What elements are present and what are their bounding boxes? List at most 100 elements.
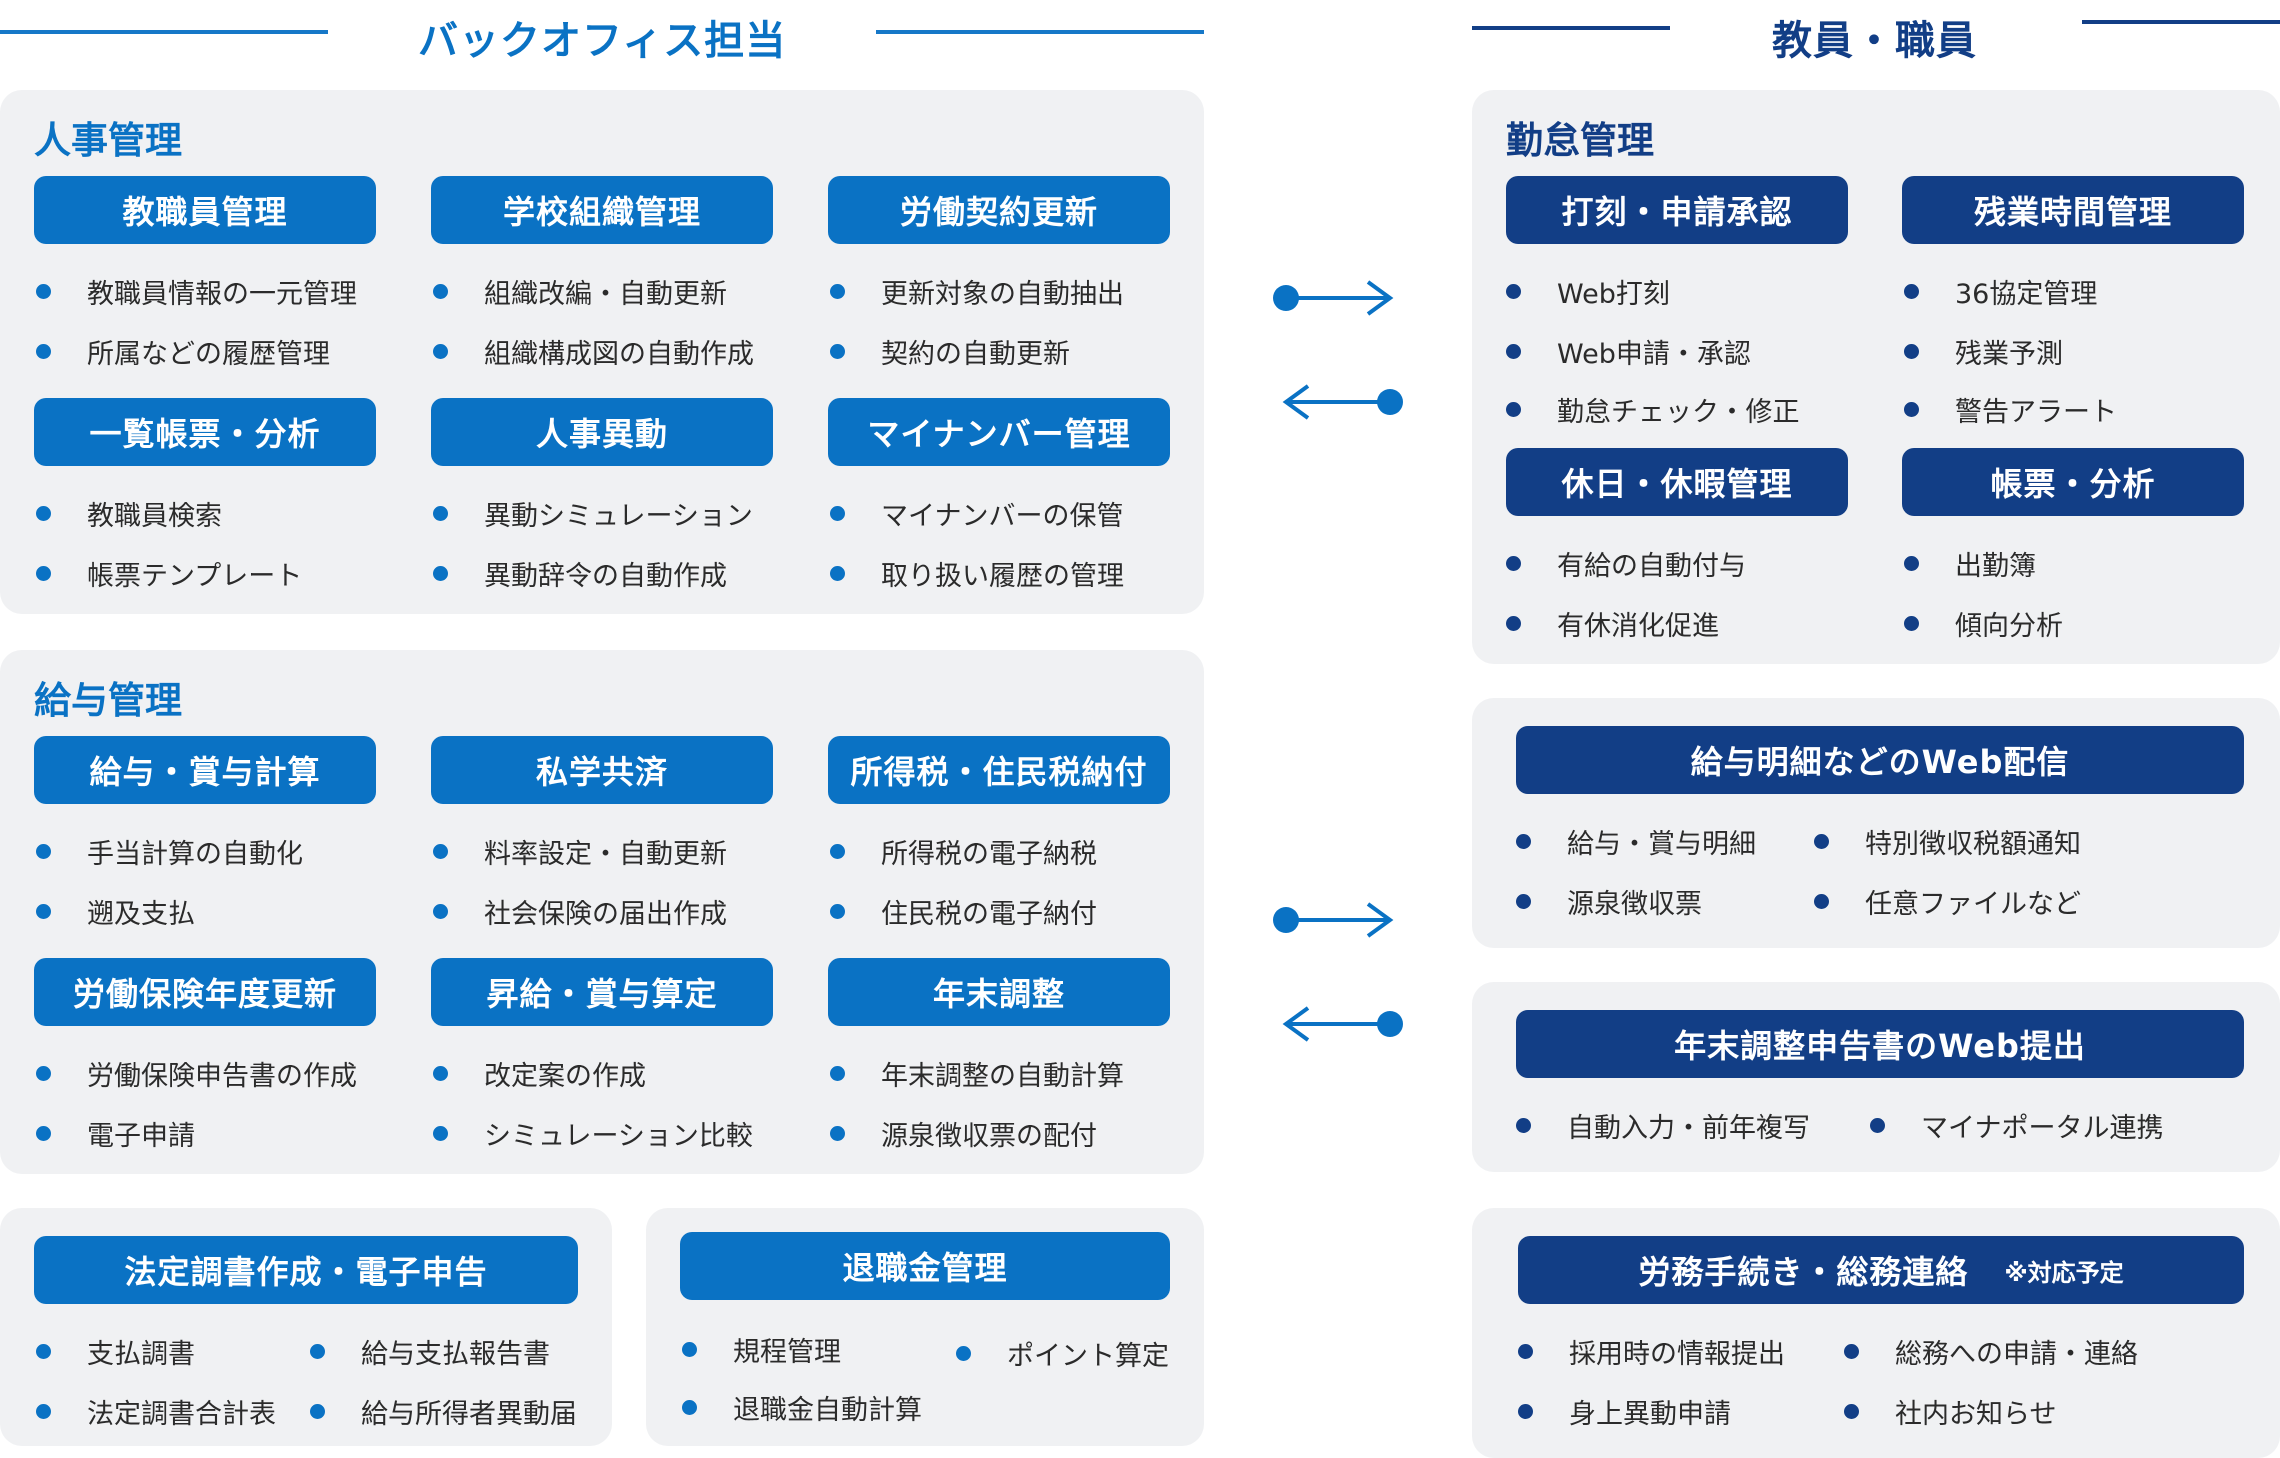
- btn-legal-reports[interactable]: 法定調書作成・電子申告: [34, 1236, 578, 1304]
- list-item: 総務への申請・連絡: [1844, 1332, 2138, 1371]
- bullet-icon: [1904, 344, 1919, 359]
- list-item: 有給の自動付与: [1506, 544, 1746, 583]
- bullet-icon: [433, 1066, 448, 1081]
- list-item: シミュレーション比較: [433, 1114, 753, 1153]
- list-item: 住民税の電子納付: [830, 892, 1097, 931]
- bullet-icon: [1904, 284, 1919, 299]
- bullet-icon: [310, 1344, 325, 1359]
- bullet-icon: [36, 844, 51, 859]
- list-item: 勤怠チェック・修正: [1506, 390, 1799, 429]
- bullet-icon: [1518, 1344, 1533, 1359]
- list-item: 料率設定・自動更新: [433, 832, 727, 871]
- bullet-icon: [682, 1342, 697, 1357]
- list-item: 法定調書合計表: [36, 1392, 276, 1431]
- staff-heading: 教員・職員: [1772, 18, 1977, 64]
- list-item: 支払調書: [36, 1332, 195, 1371]
- bullet-icon: [433, 904, 448, 919]
- bullet-icon: [36, 1344, 51, 1359]
- btn-payslip-web[interactable]: 給与明細などのWeb配信: [1516, 726, 2244, 794]
- bullet-icon: [433, 284, 448, 299]
- btn-holiday-leave[interactable]: 休日・休暇管理: [1506, 448, 1848, 516]
- list-item: 更新対象の自動抽出: [830, 272, 1124, 311]
- list-item: 自動入力・前年複写: [1516, 1106, 1810, 1145]
- list-item: 組織構成図の自動作成: [433, 332, 754, 371]
- list-item: 採用時の情報提出: [1518, 1332, 1785, 1371]
- list-item: 所属などの履歴管理: [36, 332, 330, 371]
- list-item: 遡及支払: [36, 892, 195, 931]
- bullet-icon: [433, 844, 448, 859]
- list-item: マイナポータル連携: [1870, 1106, 2163, 1145]
- bullet-icon: [1516, 1118, 1531, 1133]
- bullet-icon: [310, 1404, 325, 1419]
- list-item: 教職員情報の一元管理: [36, 272, 357, 311]
- bullet-icon: [1870, 1118, 1885, 1133]
- btn-list-reports[interactable]: 一覧帳票・分析: [34, 398, 376, 466]
- list-item: 36協定管理: [1904, 272, 2097, 311]
- payroll-title: 給与管理: [34, 679, 182, 722]
- bullet-icon: [1506, 616, 1521, 631]
- bullet-icon: [433, 566, 448, 581]
- list-item: 給与支払報告書: [310, 1332, 550, 1371]
- bullet-icon: [830, 506, 845, 521]
- btn-reports-analysis[interactable]: 帳票・分析: [1902, 448, 2244, 516]
- list-item: Web申請・承認: [1506, 332, 1751, 371]
- list-item: 帳票テンプレート: [36, 554, 302, 593]
- btn-overtime[interactable]: 残業時間管理: [1902, 176, 2244, 244]
- btn-private-school-mutual-aid[interactable]: 私学共済: [431, 736, 773, 804]
- bullet-icon: [1506, 284, 1521, 299]
- list-item: 異動シミュレーション: [433, 494, 753, 533]
- btn-school-org[interactable]: 学校組織管理: [431, 176, 773, 244]
- back-office-heading: バックオフィス担当: [418, 18, 787, 64]
- btn-income-tax[interactable]: 所得税・住民税納付: [828, 736, 1170, 804]
- bullet-icon: [1904, 616, 1919, 631]
- bullet-icon: [36, 506, 51, 521]
- list-item: 取り扱い履歴の管理: [830, 554, 1124, 593]
- list-item: 手当計算の自動化: [36, 832, 303, 871]
- btn-retirement[interactable]: 退職金管理: [680, 1232, 1170, 1300]
- list-item: 特別徴収税額通知: [1814, 822, 2081, 861]
- btn-time-clock[interactable]: 打刻・申請承認: [1506, 176, 1848, 244]
- bullet-icon: [830, 344, 845, 359]
- bullet-icon: [1904, 402, 1919, 417]
- list-item: 有休消化促進: [1506, 604, 1719, 643]
- list-item: 改定案の作成: [433, 1054, 646, 1093]
- bullet-icon: [1516, 894, 1531, 909]
- btn-labor-contract[interactable]: 労働契約更新: [828, 176, 1170, 244]
- bullet-icon: [830, 284, 845, 299]
- list-item: 社内お知らせ: [1844, 1392, 2056, 1431]
- btn-staff-management[interactable]: 教職員管理: [34, 176, 376, 244]
- bullet-icon: [1814, 834, 1829, 849]
- list-item: 源泉徴収票の配付: [830, 1114, 1097, 1153]
- staff-heading-line-right: [2082, 20, 2280, 24]
- btn-mynumber[interactable]: マイナンバー管理: [828, 398, 1170, 466]
- btn-salary-calc[interactable]: 給与・賞与計算: [34, 736, 376, 804]
- back-office-heading-line-left: [0, 30, 328, 34]
- bullet-icon: [1814, 894, 1829, 909]
- list-item: Web打刻: [1506, 272, 1670, 311]
- bullet-icon: [36, 1404, 51, 1419]
- list-item: 所得税の電子納税: [830, 832, 1097, 871]
- bullet-icon: [1844, 1404, 1859, 1419]
- list-item: 給与・賞与明細: [1516, 822, 1756, 861]
- bullet-icon: [36, 284, 51, 299]
- list-item: 労働保険申告書の作成: [36, 1054, 357, 1093]
- arrow-left-icon: [1282, 384, 1403, 420]
- bullet-icon: [1904, 556, 1919, 571]
- bullet-icon: [1506, 344, 1521, 359]
- bullet-icon: [36, 1066, 51, 1081]
- list-item: 組織改編・自動更新: [433, 272, 727, 311]
- btn-year-end-adjustment[interactable]: 年末調整: [828, 958, 1170, 1026]
- labor-note: ※対応予定: [2004, 1258, 2124, 1287]
- arrow-left-icon: [1282, 1006, 1403, 1042]
- btn-labor-procedures[interactable]: 労務手続き・総務連絡 ※対応予定: [1518, 1236, 2244, 1304]
- list-item: 傾向分析: [1904, 604, 2063, 643]
- bullet-icon: [830, 566, 845, 581]
- btn-labor-insurance[interactable]: 労働保険年度更新: [34, 958, 376, 1026]
- bullet-icon: [36, 1126, 51, 1141]
- list-item: 退職金自動計算: [682, 1388, 922, 1427]
- btn-yearend-web[interactable]: 年末調整申告書のWeb提出: [1516, 1010, 2244, 1078]
- back-office-heading-line-right: [876, 30, 1204, 34]
- bullet-icon: [830, 904, 845, 919]
- btn-raise-bonus[interactable]: 昇給・賞与算定: [431, 958, 773, 1026]
- btn-personnel-transfer[interactable]: 人事異動: [431, 398, 773, 466]
